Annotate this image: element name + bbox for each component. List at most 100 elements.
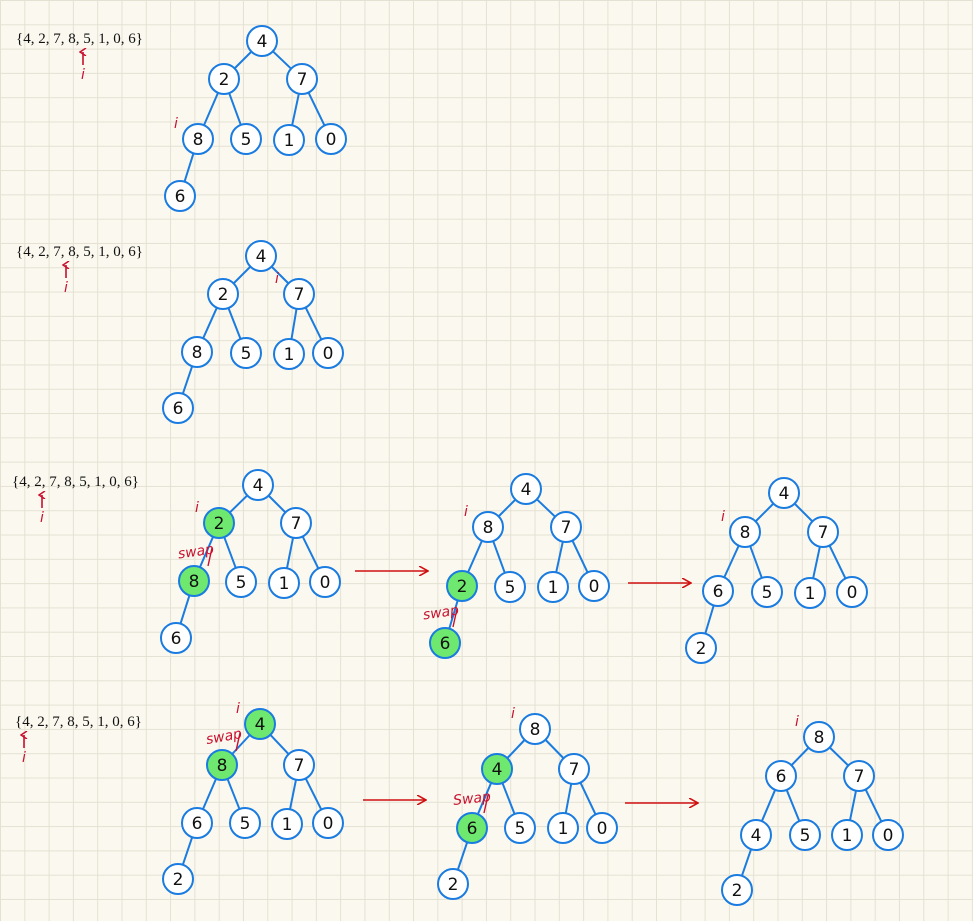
node-circle (309, 566, 341, 598)
node-circle (685, 632, 717, 664)
tree-node: 5 (494, 571, 526, 603)
tree-edge (288, 778, 298, 811)
tree-node: 0 (312, 807, 344, 839)
node-value: 4 (779, 484, 790, 504)
node-value: 0 (597, 819, 608, 839)
node-circle (283, 749, 315, 781)
tree-edge (290, 307, 298, 341)
tree-node: 4 (246, 25, 278, 57)
node-value: 6 (175, 187, 186, 207)
node-value: 7 (291, 514, 302, 534)
array-text: {4, 2, 7, 8, 5, 1, 0, 6} (15, 714, 142, 730)
node-circle (242, 469, 274, 501)
tree-edge (828, 544, 847, 580)
node-circle (807, 516, 839, 548)
tree-edge (501, 781, 516, 816)
index-marker: i (464, 504, 468, 520)
node-value: 1 (548, 578, 559, 598)
tree-node: 0 (312, 337, 344, 369)
tree-edge (291, 92, 300, 127)
tree-edge (301, 535, 320, 570)
tree-edge (740, 848, 753, 877)
tree-edge (198, 535, 215, 569)
tree-edge (848, 789, 858, 822)
tree-edge (202, 306, 218, 340)
tree-node: 1 (273, 124, 305, 156)
tree-edge (181, 365, 194, 395)
node-value: 5 (505, 578, 516, 598)
tree-node: 8 (206, 749, 238, 781)
tree-node: 7 (283, 749, 315, 781)
node-value: 4 (521, 480, 532, 500)
node-circle (178, 565, 210, 597)
node-value: 5 (241, 130, 252, 150)
tree-node: 6 (181, 807, 213, 839)
swap-tick (483, 794, 489, 814)
tree-node: 4i (236, 701, 276, 740)
tree-node: 5 (751, 576, 783, 608)
tree-node: 8 (178, 565, 210, 597)
node-circle (286, 63, 318, 95)
node-value: 1 (558, 819, 569, 839)
node-value: 0 (883, 826, 894, 846)
tree-node: 7 (807, 516, 839, 548)
node-circle (768, 477, 800, 509)
index-marker: i (236, 701, 240, 717)
node-circle (160, 622, 192, 654)
array-text: {4, 2, 7, 8, 5, 1, 0, 6} (16, 31, 143, 47)
tree-node: 8i (721, 509, 761, 548)
swap-label: swap (422, 603, 460, 624)
tree-edge (233, 50, 253, 70)
pointer-label: i (40, 510, 44, 526)
node-circle (558, 753, 590, 785)
node-circle (245, 240, 277, 272)
tree-edge (555, 540, 564, 574)
node-circle (230, 337, 262, 369)
node-circle (207, 278, 239, 310)
node-value: 8 (740, 523, 751, 543)
node-circle (230, 123, 262, 155)
node-circle (510, 473, 542, 505)
node-circle (578, 570, 610, 602)
tree-edge (179, 594, 191, 625)
node-value: 0 (847, 583, 858, 603)
tree-node: 2 (162, 863, 194, 895)
node-circle (843, 760, 875, 792)
node-circle (586, 812, 618, 844)
tree-node: 1 (268, 567, 300, 599)
node-value: 8 (192, 343, 203, 363)
tree-edge (228, 92, 242, 126)
node-value: 5 (236, 573, 247, 593)
node-value: 0 (326, 130, 337, 150)
node-circle (794, 577, 826, 609)
tree-node: 6 (162, 392, 194, 424)
node-circle (268, 567, 300, 599)
node-value: 1 (842, 826, 853, 846)
node-circle (182, 123, 214, 155)
tree-node: 7 (558, 753, 590, 785)
node-circle (437, 868, 469, 900)
node-value: 4 (256, 247, 267, 267)
tree-edge (704, 604, 715, 635)
swap-tick (452, 608, 458, 628)
tree-edge (231, 734, 251, 755)
node-circle (273, 338, 305, 370)
tree-node: 8i (464, 504, 504, 543)
node-circle (271, 808, 303, 840)
pointer-label: i (22, 750, 26, 766)
node-value: 0 (589, 577, 600, 597)
tree-node: 4 (510, 473, 542, 505)
node-circle (181, 336, 213, 368)
node-value: 6 (192, 814, 203, 834)
node-value: 5 (241, 344, 252, 364)
index-marker: i (195, 500, 199, 516)
tree-node: 5 (225, 566, 257, 598)
node-value: 7 (561, 518, 572, 538)
pointer-label: i (81, 67, 85, 83)
tree-node: 4 (768, 477, 800, 509)
node-circle (836, 576, 868, 608)
tree-edge (497, 498, 517, 518)
tree-edge (181, 836, 194, 866)
